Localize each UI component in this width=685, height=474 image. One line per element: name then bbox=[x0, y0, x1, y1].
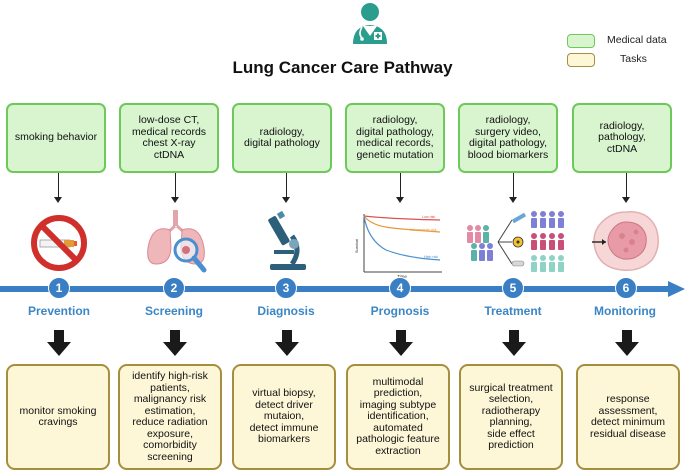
chart-xlabel: Time bbox=[397, 274, 407, 279]
stage-number-6: 6 bbox=[615, 277, 637, 299]
stage-label-treatment: Treatment bbox=[484, 304, 542, 318]
no-smoking-icon bbox=[31, 215, 87, 271]
timeline-arrow bbox=[0, 281, 685, 297]
down-arrow-prevention bbox=[47, 330, 71, 356]
microscope-icon bbox=[268, 210, 306, 270]
data-box-diagnosis: radiology, digital pathology bbox=[232, 103, 332, 173]
chart-ylabel: Survival bbox=[354, 239, 359, 253]
task-box-diagnosis: virtual biopsy, detect driver mutaion, d… bbox=[232, 364, 336, 470]
legend-label-tasks: Tasks bbox=[620, 53, 647, 65]
data-box-treatment: radiology, surgery video, digital pathol… bbox=[458, 103, 558, 173]
task-box-treatment: surgical treatment selection, radiothera… bbox=[459, 364, 563, 470]
stage-label-prevention: Prevention bbox=[27, 304, 90, 318]
stage-label-prognosis: Prognosis bbox=[370, 304, 430, 318]
task-box-screening: identify high-risk patients, malignancy … bbox=[118, 364, 222, 470]
task-box-prevention: monitor smoking cravings bbox=[6, 364, 110, 470]
doctor-icon bbox=[353, 3, 387, 44]
down-arrow-screening bbox=[163, 330, 187, 356]
data-box-screening: low-dose CT, medical records chest X-ray… bbox=[119, 103, 219, 173]
task-box-monitoring: response assessment, detect minimum resi… bbox=[576, 364, 680, 470]
curve-label-intermediate: Intermediate risk bbox=[410, 228, 437, 232]
down-arrow-monitoring bbox=[615, 330, 639, 356]
down-arrow-treatment bbox=[502, 330, 526, 356]
stage-number-3: 3 bbox=[275, 277, 297, 299]
data-box-prevention: smoking behavior bbox=[6, 103, 106, 173]
stage-number-1: 1 bbox=[48, 277, 70, 299]
stage-number-5: 5 bbox=[502, 277, 524, 299]
down-arrow-prognosis bbox=[389, 330, 413, 356]
legend-swatch-medical-data bbox=[567, 34, 595, 48]
stage-label-diagnosis: Diagnosis bbox=[257, 304, 315, 318]
data-box-prognosis: radiology, digital pathology, medical re… bbox=[345, 103, 445, 173]
survival-chart-icon: Low risk Intermediate risk High risk Tim… bbox=[354, 214, 442, 279]
data-box-monitoring: radiology, pathology, ctDNA bbox=[572, 103, 672, 173]
down-arrow-diagnosis bbox=[275, 330, 299, 356]
task-box-prognosis: multimodal prediction, imaging subtype i… bbox=[346, 364, 450, 470]
curve-label-low: Low risk bbox=[422, 215, 435, 219]
legend-label-medical-data: Medical data bbox=[607, 34, 667, 46]
stage-label-monitoring: Monitoring bbox=[594, 304, 656, 318]
stage-number-2: 2 bbox=[163, 277, 185, 299]
page-title: Lung Cancer Care Pathway bbox=[232, 58, 453, 77]
stage-number-4: 4 bbox=[389, 277, 411, 299]
patient-groups-icon bbox=[467, 211, 564, 272]
lungs-magnifier-icon bbox=[147, 210, 207, 273]
curve-label-high: High risk bbox=[424, 255, 438, 259]
legend-swatch-tasks bbox=[567, 53, 595, 67]
stage-label-screening: Screening bbox=[144, 304, 204, 318]
tumor-cell-icon bbox=[592, 211, 659, 272]
